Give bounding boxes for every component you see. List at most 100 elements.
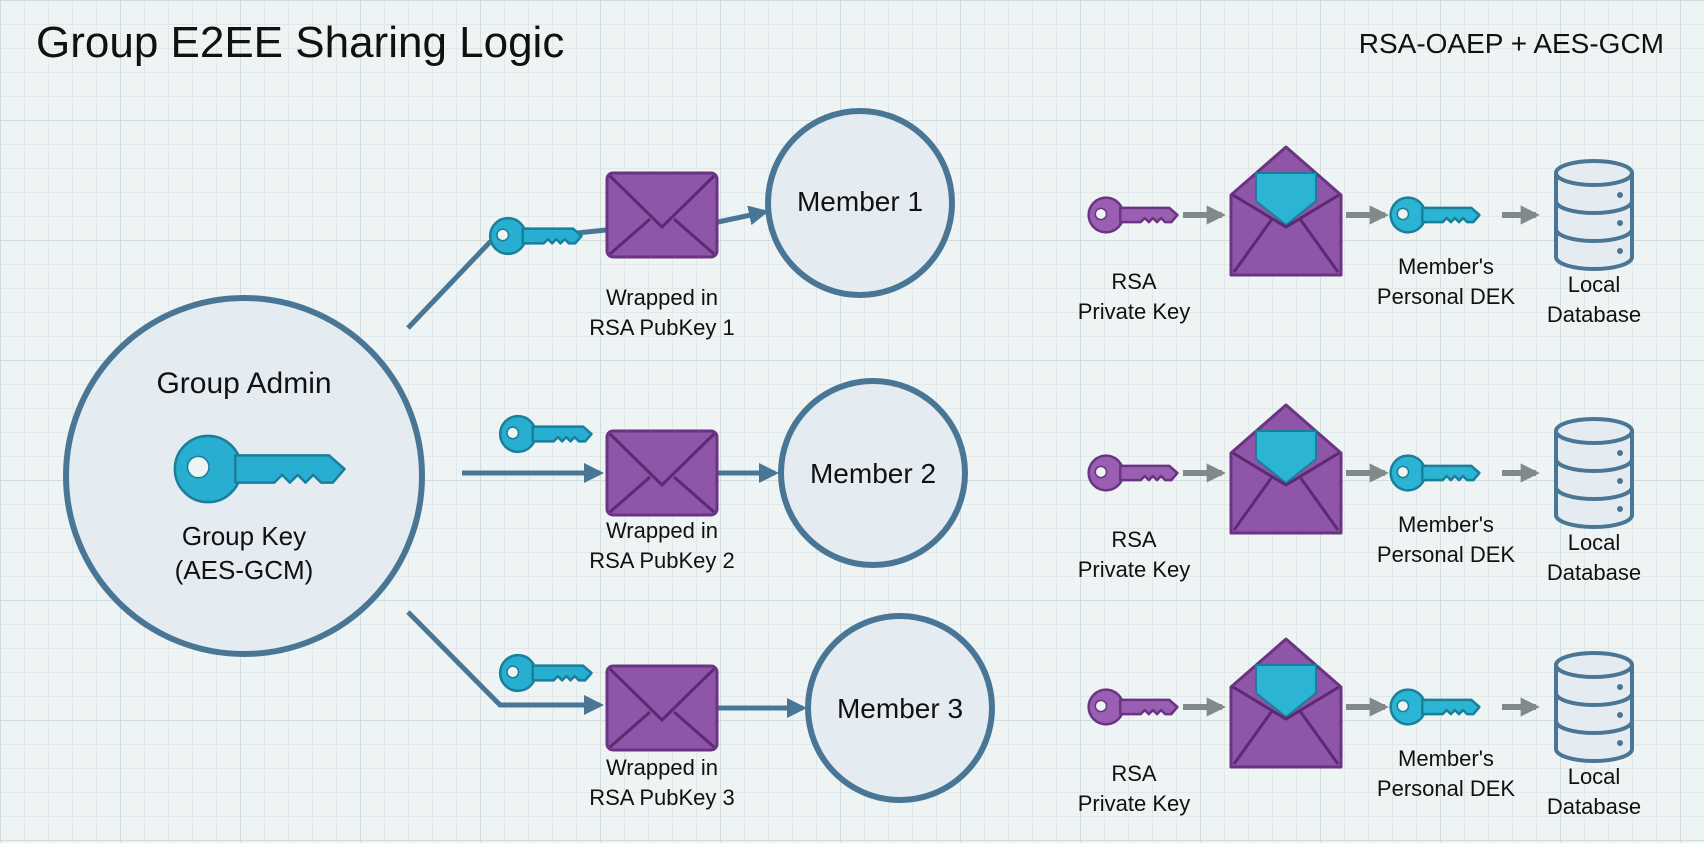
group-key-copy-icon-2 bbox=[498, 414, 593, 454]
private-key-sublabel-3: Private Key bbox=[1078, 791, 1191, 816]
wrapped-key-envelope-icon-2-body bbox=[605, 429, 719, 517]
database-label-3: Local bbox=[1568, 764, 1621, 789]
wrapped-key-envelope-icon-2-flap bbox=[608, 432, 716, 488]
local-database-icon-3 bbox=[1554, 651, 1634, 763]
wrapped-key-envelope-icon-2-fold-right bbox=[673, 475, 715, 514]
member-node-2[interactable] bbox=[778, 378, 968, 568]
group-admin-label: Group Admin bbox=[156, 367, 331, 400]
member-label-1: Member 1 bbox=[797, 186, 923, 217]
group-key-algorithm-label: (AES-GCM) bbox=[175, 555, 314, 585]
group-key-copy-icon-3-hole bbox=[506, 665, 520, 679]
local-database-icon-1-led-0 bbox=[1617, 192, 1623, 198]
dek-sublabel-2: Personal DEK bbox=[1377, 542, 1516, 567]
diagram-title: Group E2EE Sharing Logic bbox=[36, 18, 565, 67]
local-database-icon-1 bbox=[1554, 159, 1634, 271]
diagram-subtitle: RSA-OAEP + AES-GCM bbox=[1358, 28, 1664, 59]
wrap-label-2: Wrapped in bbox=[606, 518, 718, 543]
group-key-label: Group Key bbox=[182, 521, 306, 551]
open-envelope-icon-2-letter bbox=[1255, 430, 1317, 485]
local-database-icon-1-ring-1 bbox=[1554, 228, 1634, 243]
local-database-icon-1-body bbox=[1554, 173, 1634, 271]
wrap-label-3: Wrapped in bbox=[606, 755, 718, 780]
private-key-sublabel-2: Private Key bbox=[1078, 557, 1191, 582]
local-database-icon-2-ring-1 bbox=[1554, 486, 1634, 501]
open-envelope-icon-1-letter bbox=[1255, 172, 1317, 227]
local-database-icon-3-led-2 bbox=[1617, 740, 1623, 746]
open-envelope-icon-3-fold-top bbox=[1232, 685, 1340, 721]
personal-dek-key-icon-3-hole bbox=[1396, 699, 1410, 713]
member-node-3[interactable] bbox=[805, 613, 995, 803]
group-key-copy-icon-1 bbox=[488, 216, 583, 256]
local-database-icon-2-top bbox=[1554, 417, 1634, 445]
database-sublabel-3: Database bbox=[1547, 794, 1641, 819]
wrapped-key-envelope-icon-1-fold-right bbox=[673, 217, 715, 256]
dek-sublabel-1: Personal DEK bbox=[1377, 284, 1516, 309]
personal-dek-key-icon-2 bbox=[1389, 454, 1481, 492]
wrapped-key-envelope-icon-1-fold-left bbox=[609, 217, 651, 256]
member-node-1[interactable] bbox=[765, 108, 955, 298]
database-label-2: Local bbox=[1568, 530, 1621, 555]
open-envelope-icon-3-letter bbox=[1255, 664, 1317, 719]
open-envelope-icon-2-fold-right bbox=[1298, 476, 1340, 531]
wrapped-key-envelope-icon-2 bbox=[605, 429, 719, 517]
open-envelope-icon-3 bbox=[1229, 637, 1343, 769]
database-label-1: Local bbox=[1568, 272, 1621, 297]
group-key-copy-icon-2-hole bbox=[506, 426, 520, 440]
rsa-private-key-icon-1 bbox=[1087, 196, 1179, 234]
local-database-icon-1-led-1 bbox=[1617, 220, 1623, 226]
local-database-icon-2-led-2 bbox=[1617, 506, 1623, 512]
local-database-icon-3-top bbox=[1554, 651, 1634, 679]
private-key-label-1: RSA bbox=[1111, 269, 1157, 294]
connector-admin-to-envelope-3 bbox=[406, 610, 604, 715]
rsa-private-key-icon-1-hole bbox=[1094, 207, 1108, 221]
local-database-icon-3-led-0 bbox=[1617, 684, 1623, 690]
local-database-icon-1-led-2 bbox=[1617, 248, 1623, 254]
open-envelope-icon-1-fold-left bbox=[1232, 218, 1274, 273]
local-database-icon-2-ring-0 bbox=[1554, 458, 1634, 473]
local-database-icon-1-top bbox=[1554, 159, 1634, 187]
open-envelope-icon-2-fold-left bbox=[1232, 476, 1274, 531]
personal-dek-key-icon-1 bbox=[1389, 196, 1481, 234]
wrap-pubkey-label-2: RSA PubKey 2 bbox=[589, 548, 735, 573]
dek-sublabel-3: Personal DEK bbox=[1377, 776, 1516, 801]
group-key-copy-icon-3 bbox=[498, 653, 593, 693]
member-label-2: Member 2 bbox=[810, 458, 936, 489]
rsa-private-key-icon-2-hole bbox=[1094, 465, 1108, 479]
dek-label-1: Member's bbox=[1398, 254, 1494, 279]
open-envelope-icon-1-fold-top bbox=[1232, 193, 1340, 229]
personal-dek-key-icon-2-hole bbox=[1396, 465, 1410, 479]
private-key-label-3: RSA bbox=[1111, 761, 1157, 786]
group-key-copy-icon-1-hole bbox=[496, 228, 510, 242]
member-label-3: Member 3 bbox=[837, 693, 963, 724]
wrapped-key-envelope-icon-1-flap bbox=[608, 174, 716, 230]
database-sublabel-2: Database bbox=[1547, 560, 1641, 585]
private-key-label-2: RSA bbox=[1111, 527, 1157, 552]
database-sublabel-1: Database bbox=[1547, 302, 1641, 327]
connectors-layer bbox=[406, 205, 1540, 718]
wrap-label-1: Wrapped in bbox=[606, 285, 718, 310]
group-key-icon bbox=[173, 434, 346, 504]
wrapped-key-envelope-icon-1-body bbox=[605, 171, 719, 259]
open-envelope-icon-3-fold-left bbox=[1232, 710, 1274, 765]
local-database-icon-2-led-0 bbox=[1617, 450, 1623, 456]
local-database-icon-2 bbox=[1554, 417, 1634, 529]
wrapped-key-envelope-icon-3-body bbox=[605, 664, 719, 752]
nodes-layer bbox=[63, 108, 1634, 803]
local-database-icon-3-led-1 bbox=[1617, 712, 1623, 718]
wrapped-key-envelope-icon-3-flap bbox=[608, 667, 716, 723]
local-database-icon-3-body bbox=[1554, 665, 1634, 763]
arrow-envelope-to-member-1 bbox=[717, 205, 769, 226]
dek-label-2: Member's bbox=[1398, 512, 1494, 537]
dek-label-3: Member's bbox=[1398, 746, 1494, 771]
group-key-icon-hole bbox=[186, 455, 210, 479]
local-database-icon-3-ring-1 bbox=[1554, 720, 1634, 735]
open-envelope-icon-1 bbox=[1229, 145, 1343, 277]
private-key-sublabel-1: Private Key bbox=[1078, 299, 1191, 324]
wrap-pubkey-label-3: RSA PubKey 3 bbox=[589, 785, 735, 810]
local-database-icon-1-ring-0 bbox=[1554, 200, 1634, 215]
local-database-icon-2-led-1 bbox=[1617, 478, 1623, 484]
wrapped-key-envelope-icon-2-fold-left bbox=[609, 475, 651, 514]
wrapped-key-envelope-icon-3-fold-left bbox=[609, 710, 651, 749]
